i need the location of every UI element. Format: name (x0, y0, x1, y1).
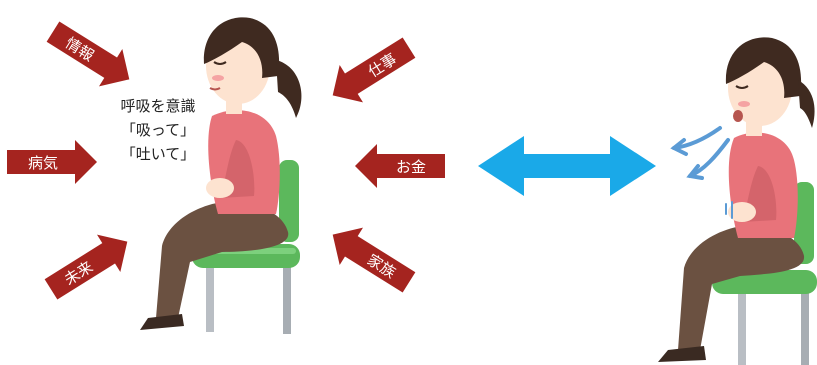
instruction-line-3: 「吐いて」 (120, 145, 196, 163)
breathing-instruction: 呼吸を意識 「吸って」 「吐いて」 (104, 94, 212, 166)
stress-arrow-work: 仕事 (332, 37, 416, 103)
stress-arrow-illness: 病気 (7, 140, 97, 184)
instruction-line-2: 「吸って」 (120, 121, 196, 139)
breath-arrows (670, 126, 730, 180)
stress-arrow-money: お金 (355, 144, 445, 188)
stress-label-money: お金 (396, 158, 426, 176)
stress-arrow-family: 家族 (332, 227, 416, 293)
stress-label-illness: 病気 (28, 154, 58, 172)
stress-arrow-information: 情報 (46, 21, 130, 87)
left-sitting-woman (140, 17, 302, 334)
double-arrow (478, 136, 656, 196)
right-breathing-woman (658, 37, 817, 365)
instruction-line-1: 呼吸を意識 (120, 97, 196, 115)
stress-arrow-future: 未来 (44, 234, 128, 300)
